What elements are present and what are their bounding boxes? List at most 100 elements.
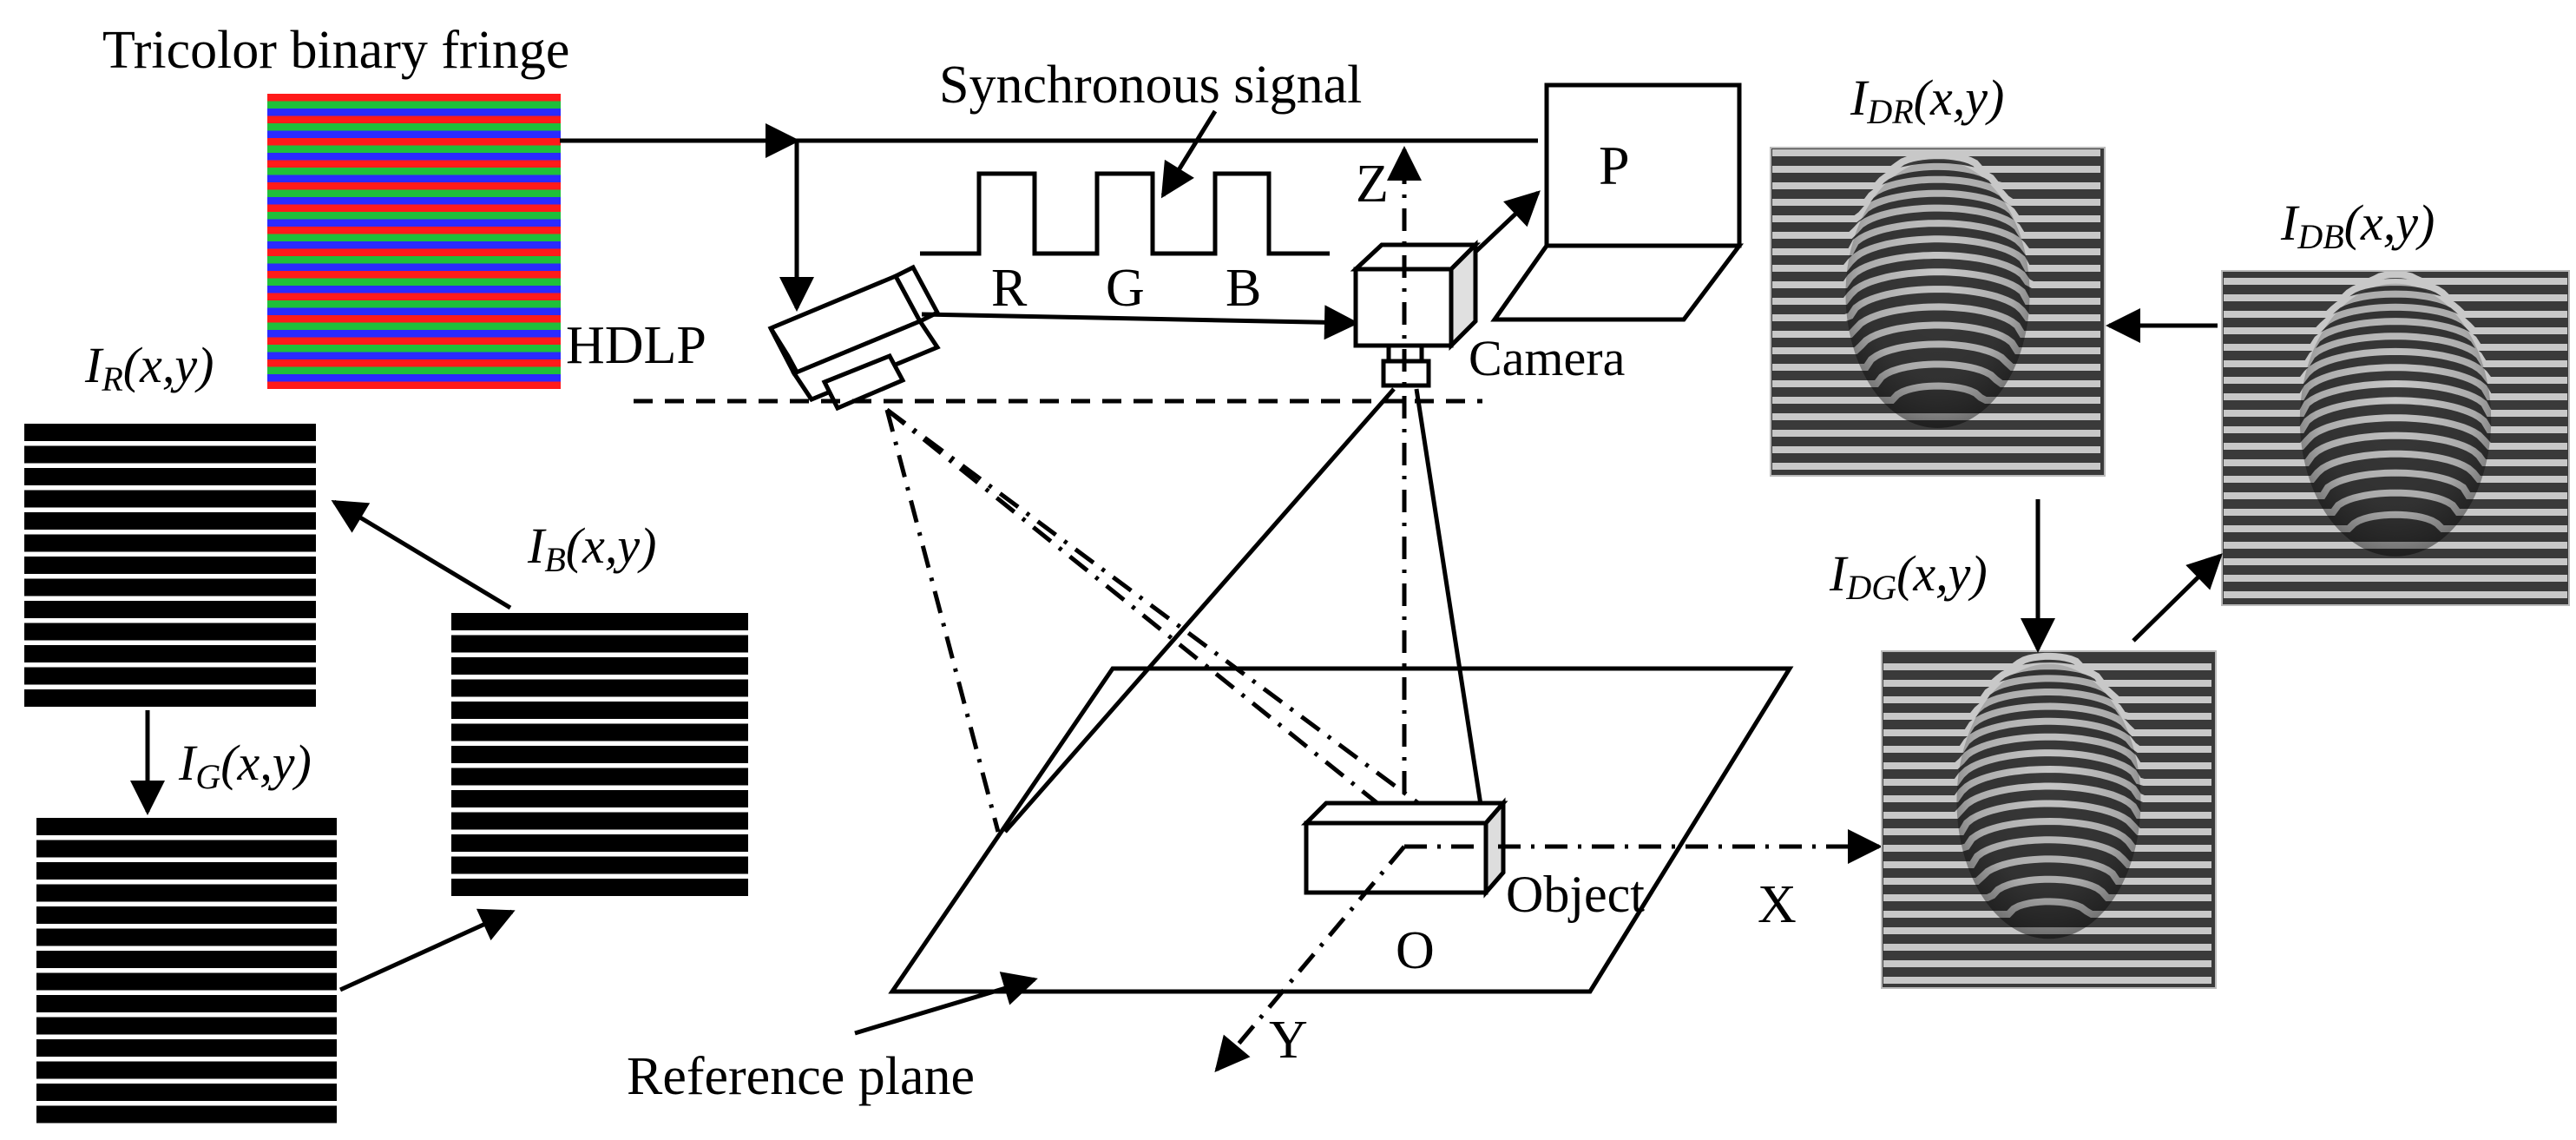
tricolor-stripe (267, 345, 561, 353)
tricolor-stripe (267, 153, 561, 161)
arrow-ib-to-ir (331, 499, 512, 610)
x-axis-label: X (1758, 875, 1797, 934)
projector-ray-right (885, 407, 1490, 858)
projector-ray-mid (885, 408, 1406, 827)
idb-label: IDB(x,y) (2280, 194, 2435, 256)
fringe-bar (36, 1105, 337, 1124)
y-axis-label: Y (1269, 1011, 1308, 1070)
ig-label: IG(x,y) (178, 735, 312, 796)
y-axis (1214, 845, 1406, 1073)
tricolor-stripe (267, 366, 561, 374)
tricolor-stripe (267, 330, 561, 338)
fringe-bar (24, 557, 316, 574)
deformed-stripe (1883, 652, 2211, 670)
tricolor-stripe (267, 374, 561, 382)
computer-label: P (1599, 135, 1630, 196)
fringe-bar (451, 635, 748, 653)
fringe-bar (451, 723, 748, 741)
sync-pointer-arrow (1160, 109, 1218, 199)
tricolor-stripe (267, 300, 561, 308)
tricolor-stripe (267, 204, 561, 212)
fringe-bar (451, 856, 748, 874)
ig-fringe-pattern (36, 818, 337, 1124)
fringe-bar (451, 613, 748, 630)
tricolor-stripe (267, 212, 561, 220)
tricolor-fringe-pattern (267, 94, 561, 389)
tricolor-stripe (267, 286, 561, 293)
tricolor-stripe (267, 248, 561, 256)
object-label: Object (1506, 866, 1645, 923)
tricolor-stripe (267, 101, 561, 109)
sync-b-label: B (1226, 259, 1261, 318)
tricolor-stripe (267, 219, 561, 227)
deformed-frame (2221, 270, 2570, 606)
ib-fringe-pattern (451, 613, 748, 896)
computer-icon (1490, 82, 1745, 322)
fringe-bar (36, 928, 337, 946)
fringe-bar (24, 689, 316, 707)
arrow-idg-to-idb (2132, 553, 2223, 642)
fringe-bar (36, 906, 337, 924)
fringe-bar (451, 879, 748, 896)
fringe-bar (451, 768, 748, 786)
fringe-bar (36, 995, 337, 1012)
hdlp-to-camera-arrow (921, 305, 1359, 340)
hdlp-projector-icon (767, 264, 941, 412)
idg-deformed-image (1881, 650, 2217, 989)
tricolor-stripe (267, 271, 561, 279)
tricolor-stripe (267, 168, 561, 175)
tricolor-stripe (267, 130, 561, 138)
deformed-stripe (1772, 152, 2100, 173)
deformed-stripe (2224, 270, 2567, 285)
tricolor-stripe (267, 123, 561, 131)
fringe-bar (451, 657, 748, 675)
fringe-bar (36, 1017, 337, 1035)
fringe-bar (451, 679, 748, 697)
fringe-bar (451, 812, 748, 830)
tricolor-stripe (267, 109, 561, 116)
idg-label: IDG(x,y) (1829, 545, 1988, 607)
object-shading (2299, 283, 2492, 557)
sync-signal-label: Synchronous signal (939, 56, 1362, 115)
camera-label: Camera (1469, 330, 1625, 386)
tricolor-stripe (267, 189, 561, 197)
reference-plane-arrow (854, 972, 1038, 1036)
tricolor-stripe (267, 359, 561, 367)
fringe-bar (24, 601, 316, 618)
sync-square-wave (920, 171, 1330, 256)
tricolor-stripe (267, 160, 561, 168)
tricolor-stripe (267, 256, 561, 264)
fringe-bar (24, 578, 316, 596)
sync-r-label: R (991, 259, 1028, 318)
tricolor-stripe (267, 293, 561, 300)
camera-ray-right (1414, 388, 1491, 856)
idr-label: IDR(x,y) (1850, 69, 2004, 131)
fringe-bar (24, 667, 316, 685)
fringe-bar (36, 1084, 337, 1101)
tricolor-stripe (267, 337, 561, 345)
deformed-stripe (2224, 278, 2567, 301)
tricolor-stripe (267, 278, 561, 286)
reference-plane-label: Reference plane (627, 1047, 975, 1106)
tricolor-stripe (267, 263, 561, 271)
tricolor-stripe (267, 227, 561, 234)
tricolor-stripe (267, 175, 561, 182)
fringe-bar (24, 424, 316, 441)
fringe-bar (24, 490, 316, 508)
camera-to-pc-arrow (1474, 190, 1541, 254)
tricolor-stripe (267, 234, 561, 241)
fringe-bar (36, 1039, 337, 1057)
projector-ray-left (884, 409, 1001, 833)
fringe-bar (24, 512, 316, 530)
fringe-bar (36, 818, 337, 835)
fringe-bar (36, 1061, 337, 1079)
origin-label: O (1396, 921, 1435, 980)
camera-ray-left (1003, 387, 1396, 834)
ir-fringe-pattern (24, 424, 316, 707)
tricolor-stripe (267, 315, 561, 323)
fringe-bar (24, 534, 316, 552)
tricolor-stripe (267, 322, 561, 330)
tricolor-stripe (267, 182, 561, 190)
reference-plane (888, 666, 1794, 994)
fringe-bar (36, 840, 337, 858)
